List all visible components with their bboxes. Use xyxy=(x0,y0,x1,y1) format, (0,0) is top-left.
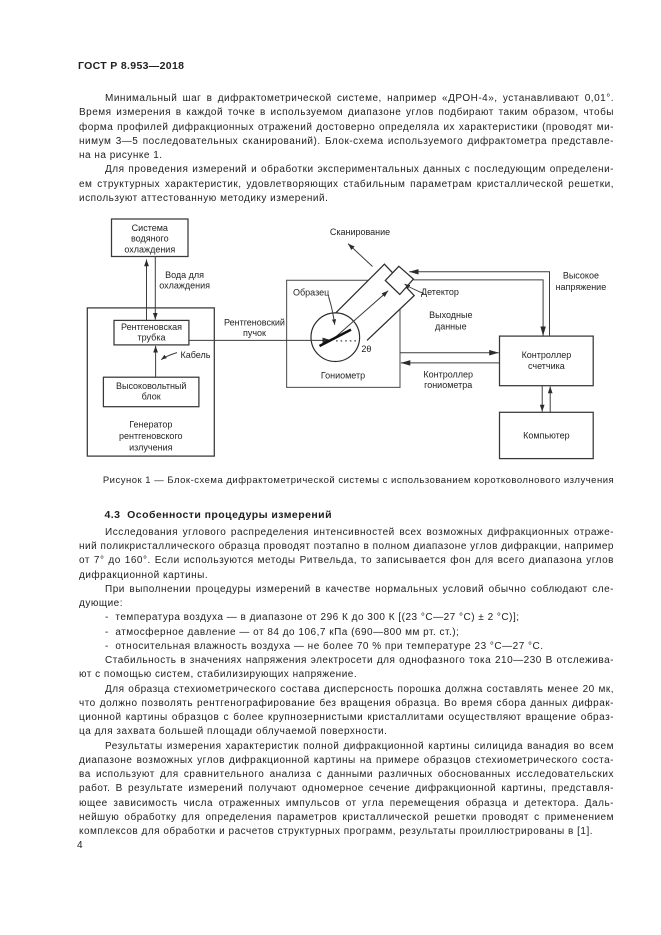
svg-text:охлаждения: охлаждения xyxy=(124,244,175,254)
svg-text:излучения: излучения xyxy=(129,443,172,453)
svg-text:гониометра: гониометра xyxy=(424,380,472,390)
svg-text:Кабель: Кабель xyxy=(181,350,211,360)
svg-text:пучок: пучок xyxy=(243,328,266,338)
svg-text:Выходные: Выходные xyxy=(429,310,472,320)
svg-text:водяного: водяного xyxy=(131,234,169,244)
svg-text:напряжение: напряжение xyxy=(556,282,607,292)
svg-text:данные: данные xyxy=(435,322,467,332)
svg-text:Рентгеновская: Рентгеновская xyxy=(121,322,182,332)
svg-text:Контроллер: Контроллер xyxy=(522,350,572,360)
svg-text:Система: Система xyxy=(132,223,168,233)
svg-text:Вода для: Вода для xyxy=(165,270,204,280)
svg-text:Гониометр: Гониометр xyxy=(321,370,365,380)
svg-text:2θ: 2θ xyxy=(361,344,371,354)
svg-text:трубка: трубка xyxy=(138,333,166,343)
svg-text:Сканирование: Сканирование xyxy=(330,227,390,237)
svg-text:Образец: Образец xyxy=(293,288,329,298)
svg-text:Генератор: Генератор xyxy=(129,420,172,430)
svg-text:Компьютер: Компьютер xyxy=(523,431,570,441)
svg-text:охлаждения: охлаждения xyxy=(159,281,210,291)
svg-text:блок: блок xyxy=(142,392,161,402)
svg-text:Детектор: Детектор xyxy=(421,287,459,297)
svg-text:Контроллер: Контроллер xyxy=(423,369,473,379)
svg-text:рентгеновского: рентгеновского xyxy=(119,431,182,441)
svg-text:счетчика: счетчика xyxy=(528,361,565,371)
svg-text:Высоковольтный: Высоковольтный xyxy=(116,381,186,391)
svg-text:Высокое: Высокое xyxy=(563,271,599,281)
svg-text:Рентгеновский: Рентгеновский xyxy=(224,318,285,328)
